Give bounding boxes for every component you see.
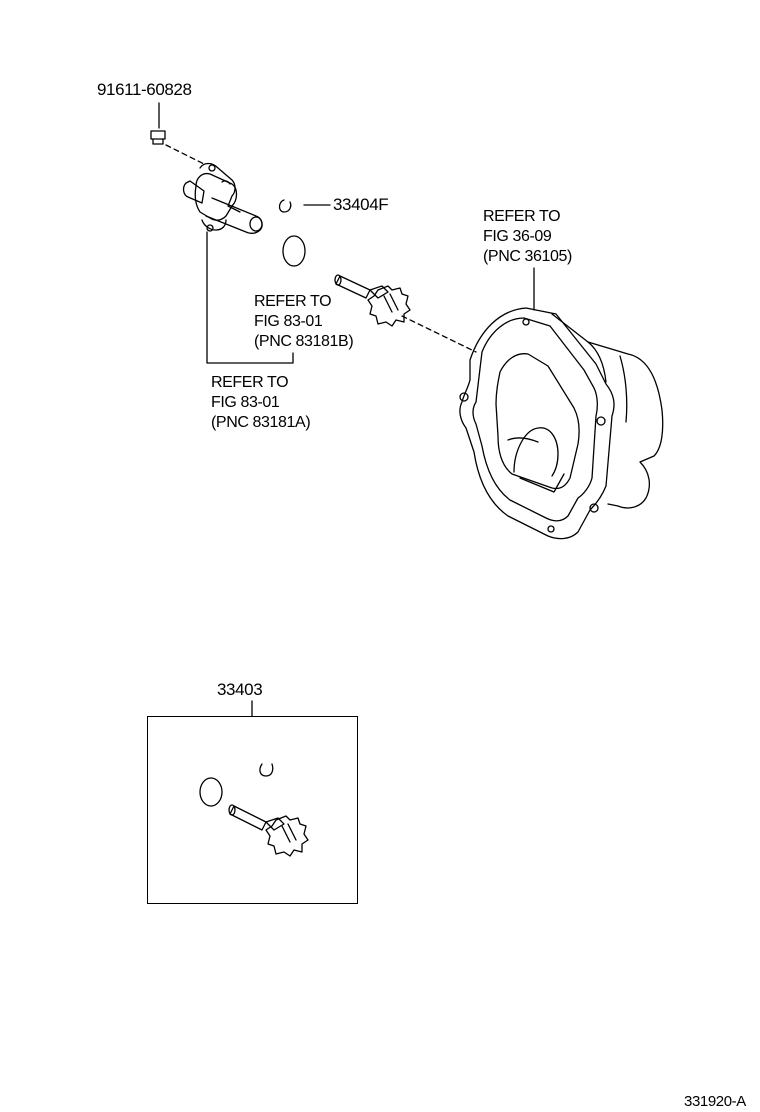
clip-part [278,199,331,213]
housing-reference-line3: (PNC 36105) [483,248,572,265]
kit-oring-part [199,777,223,807]
sensor-reference-line3: (PNC 83181A) [211,414,311,431]
sensor-reference: REFER TO FIG 83-01 (PNC 83181A) [211,373,311,433]
housing-reference-line2: FIG 36-09 [483,228,552,245]
clip-part-number: 33404F [333,195,389,214]
oring-reference-line2: FIG 83-01 [254,313,323,330]
driven-gear-part [334,274,477,353]
oring-part [282,235,306,267]
kit-clip-part [259,763,274,777]
bolt-part [150,102,207,166]
gear-dash-line [401,315,477,353]
sensor-leader-line [206,231,294,364]
housing-reference: REFER TO FIG 36-09 (PNC 36105) [483,207,572,267]
bolt-part-number: 91611-60828 [97,80,192,99]
kit-driven-gear-part [228,804,309,857]
figure-code: 331920-A [684,1093,746,1110]
housing-reference-line1: REFER TO [483,208,561,225]
kit-part-number: 33403 [217,680,263,699]
speed-sensor-part [182,162,263,234]
sensor-reference-line2: FIG 83-01 [211,394,280,411]
bolt-dash-line [165,144,207,166]
kit-box [147,716,358,904]
oring-reference-line1: REFER TO [254,293,332,310]
oring-reference-line3: (PNC 83181B) [254,333,354,350]
extension-housing-part [459,307,664,540]
sensor-reference-line1: REFER TO [211,374,289,391]
oring-reference: REFER TO FIG 83-01 (PNC 83181B) [254,292,354,352]
